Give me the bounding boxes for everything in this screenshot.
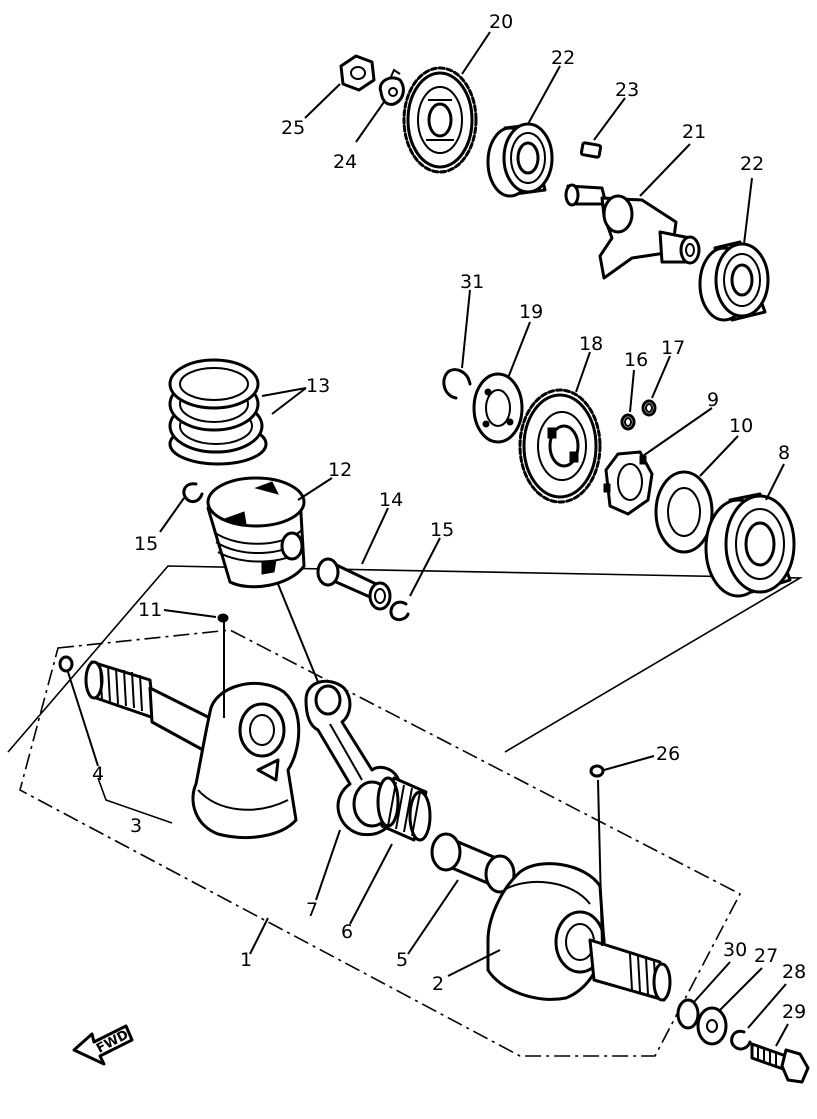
key-23 [579, 141, 603, 159]
balancer-gear-20 [402, 66, 478, 174]
callout-23: 23 [615, 79, 639, 101]
crank-pin-5 [430, 832, 516, 894]
callout-26: 26 [656, 743, 680, 765]
callout-13: 13 [306, 375, 330, 397]
bearing-22-right [698, 240, 770, 322]
leader-lines [67, 31, 789, 1047]
callout-5: 5 [396, 949, 408, 971]
callout-12: 12 [328, 459, 352, 481]
ring-4 [58, 655, 74, 673]
callout-30: 30 [723, 939, 747, 961]
plate-19 [472, 372, 524, 444]
washer-27 [696, 1006, 728, 1046]
callout-15-right: 15 [430, 519, 454, 541]
fwd-arrow-icon: FWD [72, 1024, 134, 1066]
callout-15-left: 15 [134, 533, 158, 555]
piston-rings-13 [168, 358, 268, 466]
callout-14: 14 [379, 489, 403, 511]
callout-28: 28 [782, 961, 806, 983]
callout-22-top: 22 [551, 47, 575, 69]
callout-11: 11 [138, 599, 162, 621]
callout-24: 24 [333, 151, 357, 173]
needle-bearing-6 [376, 776, 432, 842]
circlip-15-right [389, 600, 410, 622]
balancer-shaft-21 [564, 183, 701, 280]
callout-16: 16 [624, 349, 648, 371]
callout-3: 3 [130, 815, 142, 837]
bearing-22-top [486, 122, 554, 198]
pin-11 [217, 613, 229, 623]
callout-9: 9 [707, 389, 719, 411]
callout-19: 19 [519, 301, 543, 323]
piston-group-outline [7, 565, 803, 753]
callout-2: 2 [432, 973, 444, 995]
pin-26 [589, 764, 605, 778]
bearing-8 [704, 492, 796, 598]
callout-18: 18 [579, 333, 603, 355]
callout-31: 31 [460, 271, 484, 293]
callout-29: 29 [782, 1001, 806, 1023]
callout-7: 7 [306, 899, 318, 921]
callout-20: 20 [489, 11, 513, 33]
callout-21: 21 [682, 121, 706, 143]
callout-17: 17 [661, 337, 685, 359]
spring-16 [620, 413, 636, 431]
nut-25 [339, 54, 376, 92]
crank-left-3 [84, 660, 301, 840]
circlip-15-left [182, 482, 204, 504]
crankshaft-bracket [97, 777, 173, 824]
washer-10 [654, 470, 714, 554]
pin-17 [641, 399, 657, 417]
crank-right-2 [486, 862, 672, 1002]
castle-nut-9 [603, 450, 654, 516]
callout-4: 4 [92, 763, 104, 785]
gear-18 [518, 388, 602, 504]
callout-6: 6 [341, 921, 353, 943]
callout-10: 10 [729, 415, 753, 437]
callout-22-right: 22 [740, 153, 764, 175]
lock-washer-28 [730, 1029, 752, 1051]
o-ring-30 [676, 998, 700, 1030]
callout-labels: 20 22 23 21 22 25 24 31 19 18 16 17 9 10… [92, 11, 806, 1023]
piston-pin-14 [316, 557, 392, 611]
callout-25: 25 [281, 117, 305, 139]
callout-1: 1 [240, 949, 252, 971]
lock-washer-24 [378, 68, 405, 106]
bolt-29 [750, 1042, 810, 1084]
callout-27: 27 [754, 945, 778, 967]
circlip-31 [442, 368, 472, 400]
callout-8: 8 [778, 442, 790, 464]
crankshaft-group-outline [19, 629, 742, 1057]
piston-12 [206, 476, 306, 589]
